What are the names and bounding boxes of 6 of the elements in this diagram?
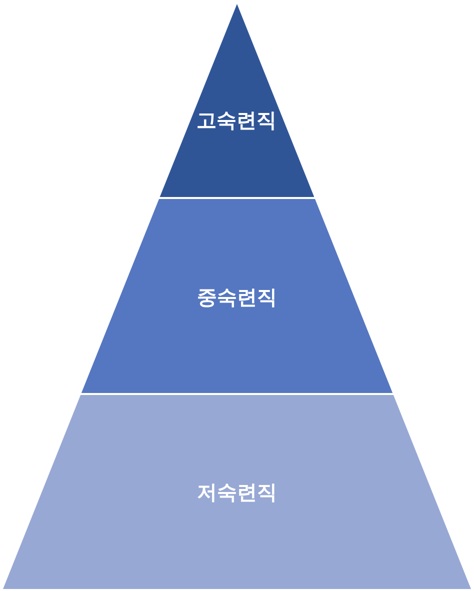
pyramid-band [81,199,393,393]
tier-label: 중숙련직 [197,285,277,309]
tier-label: 고숙련직 [196,108,276,132]
pyramid-top-triangle [159,4,314,197]
pyramid-band [3,395,471,589]
tier-label: 저숙련직 [197,480,277,504]
